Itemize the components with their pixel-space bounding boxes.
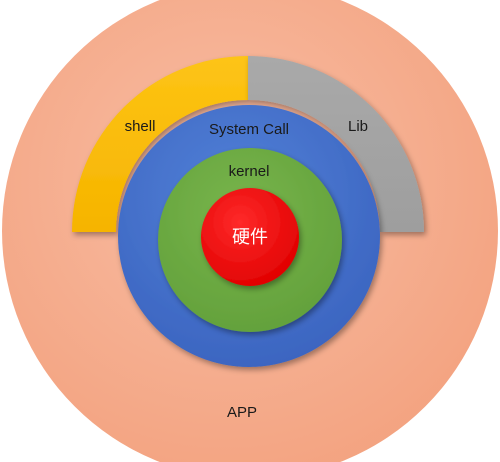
hardware-label: 硬件 — [232, 227, 268, 248]
hardware-core-circle — [201, 188, 299, 286]
system-call-label: System Call — [209, 121, 289, 138]
lib-label: Lib — [348, 118, 368, 135]
shell-label: shell — [125, 118, 156, 135]
lib-layer-arc — [248, 56, 424, 232]
shell-layer-arc — [72, 56, 248, 232]
app-label: APP — [227, 404, 257, 421]
kernel-label: kernel — [229, 163, 270, 180]
